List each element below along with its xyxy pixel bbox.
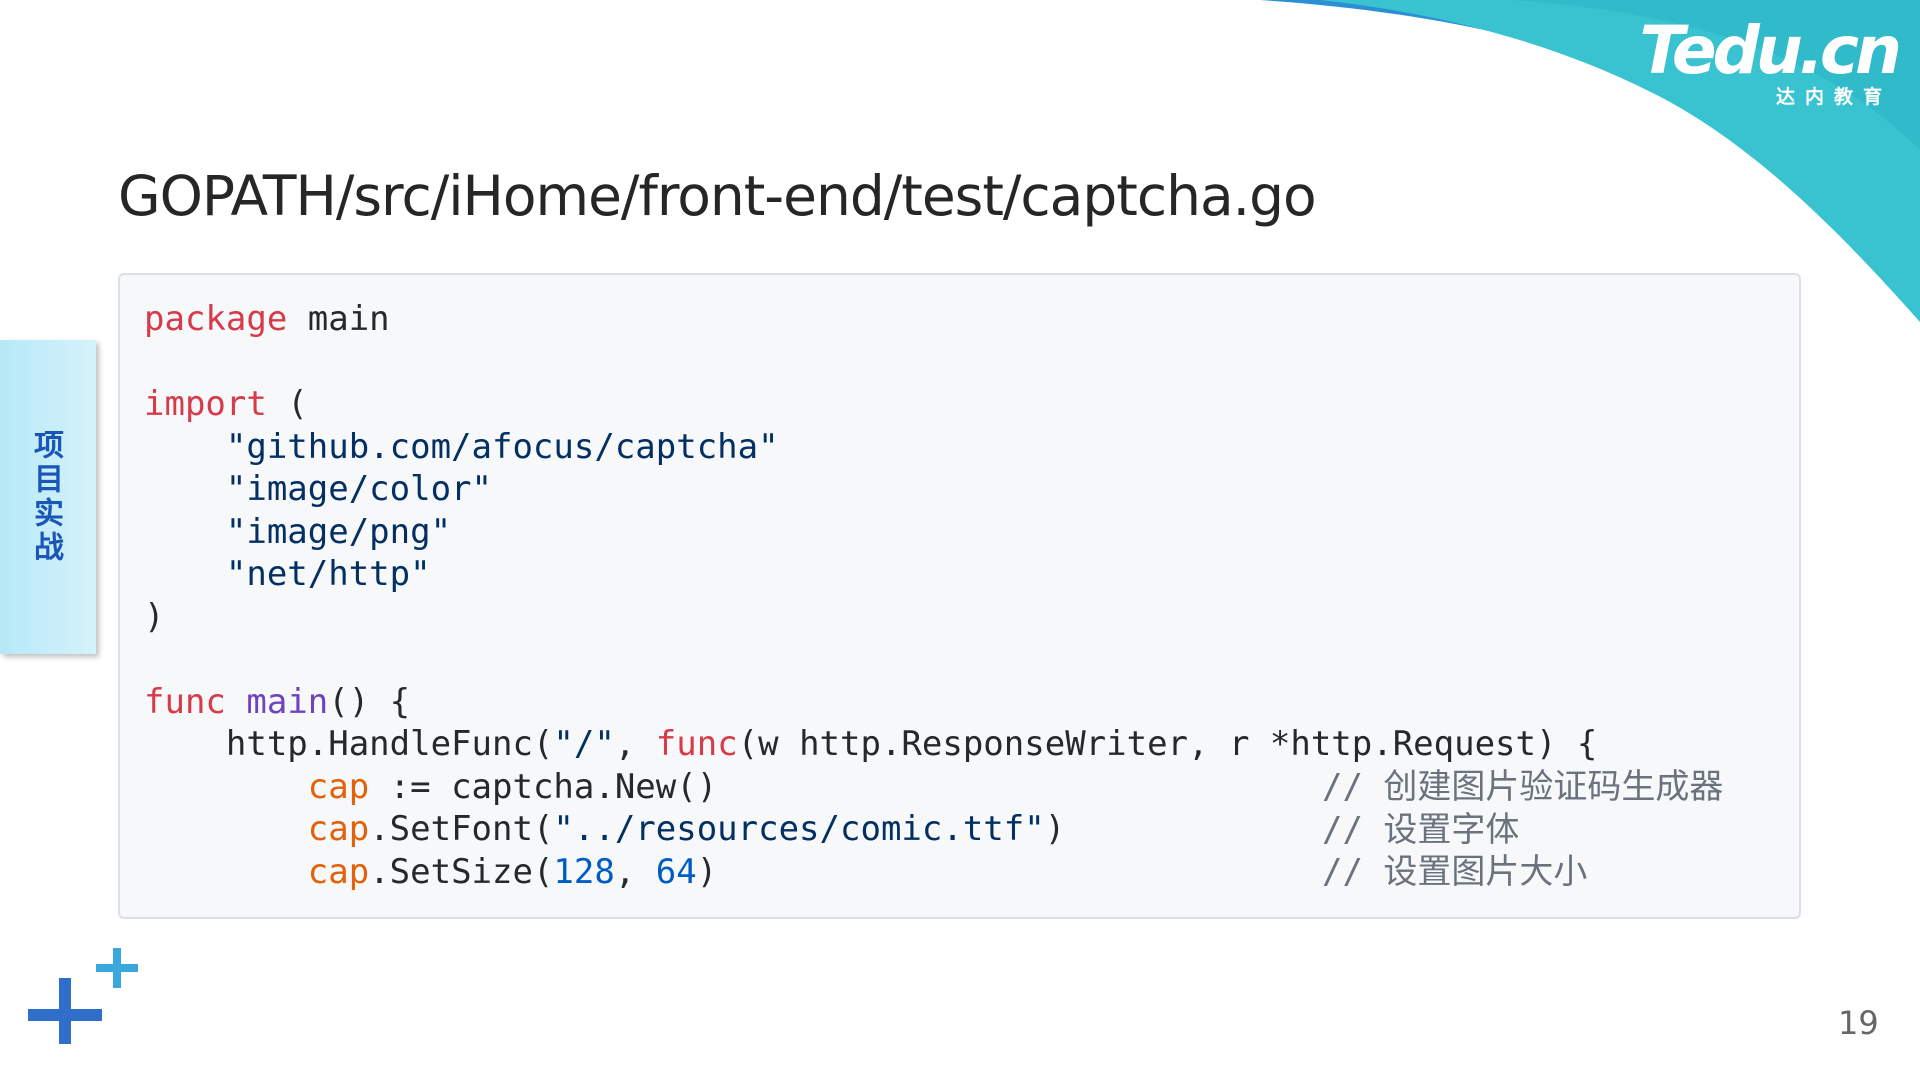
slide-title: GOPATH/src/iHome/front-end/test/captcha.… <box>118 164 1317 228</box>
code-token: func <box>655 724 738 764</box>
code-token: , <box>614 724 656 764</box>
code-token: cap <box>307 766 370 807</box>
code-token <box>144 767 308 807</box>
comment-line: // 设置字体 <box>1322 809 1723 852</box>
code-line: cap := captcha.New() <box>144 766 1597 809</box>
code-token <box>144 809 308 849</box>
section-tab: 项目实战 <box>0 340 96 654</box>
code-token: (w http.ResponseWriter, r *http.Request)… <box>737 724 1598 764</box>
code-token: () { <box>328 681 411 722</box>
code-token: "github.com/afocus/captcha" <box>225 426 779 467</box>
code-line: "image/png" <box>144 511 1597 554</box>
logo-subtitle: 达内教育 <box>1775 86 1892 108</box>
code-token: func <box>144 681 226 722</box>
code-token: ( <box>266 384 308 424</box>
code-line: "net/http" <box>144 553 1597 596</box>
comment-slash: // <box>1322 767 1384 807</box>
code-token: main <box>287 299 390 339</box>
code-token: := captcha.New() <box>369 766 718 807</box>
code-token: ) <box>696 851 718 892</box>
code-token: "image/color" <box>225 469 492 509</box>
code-comments: // 创建图片验证码生成器 // 设置字体 // 设置图片大小 <box>1322 766 1723 894</box>
code-token <box>144 512 226 552</box>
code-token: main <box>246 681 329 722</box>
code-line: http.HandleFunc("/", func(w http.Respons… <box>144 723 1598 766</box>
code-token <box>144 852 308 892</box>
code-line: ) <box>144 596 1597 639</box>
page-number: 19 <box>1838 1004 1879 1042</box>
code-token <box>144 469 226 509</box>
code-token <box>144 554 226 594</box>
comment-line: // 设置图片大小 <box>1322 851 1723 894</box>
code-line: cap.SetFont("../resources/comic.ttf") <box>144 808 1597 851</box>
code-line: import ( <box>144 383 1597 426</box>
section-tab-label: 项目实战 <box>28 429 63 565</box>
code-line: "github.com/afocus/captcha" <box>144 426 1597 469</box>
code-token: ) <box>144 596 165 637</box>
code-token: "net/http" <box>225 554 431 594</box>
code-token: .SetFont( <box>369 809 554 849</box>
code-token: 128 <box>553 851 615 892</box>
comment-slash: // <box>1322 852 1384 892</box>
plus-icon-decoration <box>28 948 138 1044</box>
code-token <box>226 682 246 722</box>
code-token: 64 <box>655 851 697 892</box>
comment-text: 创建图片验证码生成器 <box>1383 767 1724 807</box>
code-token: "/" <box>553 724 615 764</box>
code-token: .SetSize( <box>369 851 554 892</box>
comment-slash: // <box>1322 809 1384 850</box>
code-line <box>144 638 1597 681</box>
code-token: cap <box>307 851 370 892</box>
comment-line: // 创建图片验证码生成器 <box>1322 766 1723 809</box>
code-line: "image/color" <box>144 468 1597 511</box>
code-line: package main <box>144 298 1597 341</box>
code-token: import <box>144 384 267 424</box>
logo-wordmark: Tedu.cn <box>1639 12 1902 89</box>
code-block <box>118 273 1801 919</box>
code-token: ) <box>1044 809 1066 849</box>
code-line: func main() { <box>144 681 1597 724</box>
code-line <box>144 341 1597 384</box>
comment-text: 设置字体 <box>1383 809 1520 850</box>
corner-swoosh-decoration <box>1260 0 1920 322</box>
code-token: "../resources/comic.ttf" <box>553 809 1045 849</box>
tedu-logo: Tedu.cn 达内教育 <box>1636 12 1916 112</box>
code-token: cap <box>307 809 370 849</box>
code-token: http.HandleFunc( <box>144 724 554 764</box>
comment-text: 设置图片大小 <box>1383 852 1588 892</box>
code-line: cap.SetSize(128, 64) <box>144 851 1597 894</box>
code-content: package main import ( "github.com/afocus… <box>144 298 1597 893</box>
code-token: "image/png" <box>225 511 452 552</box>
code-token: package <box>144 299 288 339</box>
code-token: , <box>614 851 656 892</box>
code-token <box>144 427 226 467</box>
